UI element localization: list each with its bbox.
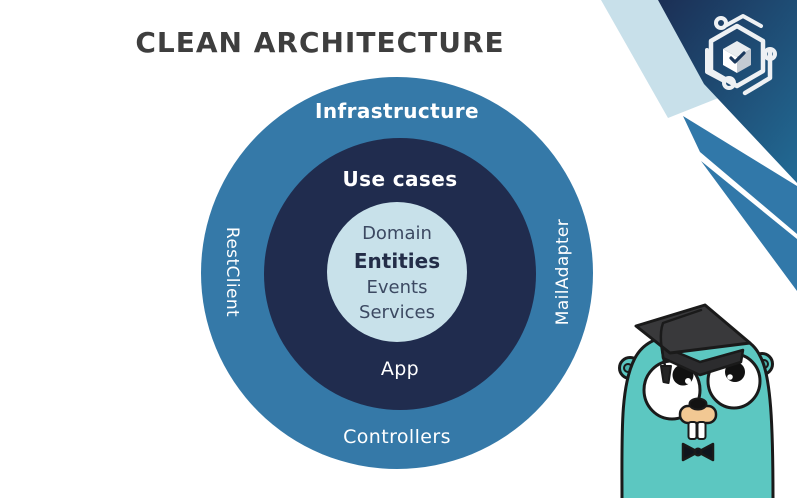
logo-hexagon-outline	[708, 23, 766, 89]
label-mailadapter: MailAdapter	[553, 218, 573, 326]
domain-line-services: Services	[359, 301, 435, 323]
logo-circuit-top	[723, 14, 763, 28]
domain-line-events: Events	[366, 276, 428, 298]
blue-ribbon-2	[701, 161, 797, 291]
gopher-muzzle	[678, 397, 718, 440]
label-controllers: Controllers	[343, 426, 451, 448]
gopher-tooth-left	[687, 421, 698, 440]
domain-line-entities: Entities	[353, 248, 441, 273]
logo-node-right	[763, 47, 777, 61]
pale-stripe	[601, 0, 726, 118]
cap-tassel-cord	[659, 308, 703, 368]
graduation-cap-icon	[634, 303, 752, 384]
hexagon-check-logo-icon	[705, 14, 777, 96]
domain-line-domain: Domain	[362, 222, 432, 244]
cap-tassel	[660, 365, 672, 384]
navy-corner-triangle	[658, 0, 797, 183]
label-app: App	[380, 358, 420, 380]
blue-ribbon-1	[683, 116, 797, 234]
logo-check-icon	[729, 51, 746, 64]
gopher-tooth-right	[696, 421, 707, 440]
gopher-ears	[618, 352, 774, 380]
logo-circuit-left	[705, 48, 726, 83]
gopher-mascot	[618, 303, 775, 498]
gopher	[618, 303, 775, 498]
logo-node-top	[714, 16, 728, 30]
label-infrastructure: Infrastructure	[315, 99, 479, 123]
label-use-cases: Use cases	[342, 167, 458, 191]
label-restclient: RestClient	[222, 226, 242, 318]
page-title: CLEAN ARCHITECTURE	[135, 26, 505, 59]
logo-node-bottom	[722, 76, 736, 90]
circle-domain: Domain Entities Events Services	[327, 202, 467, 342]
gopher-bowtie	[681, 442, 715, 462]
logo-hexagon-offset	[742, 49, 773, 96]
logo-cube	[723, 41, 751, 73]
gopher-body	[620, 331, 775, 498]
gopher-eyes	[642, 352, 762, 421]
